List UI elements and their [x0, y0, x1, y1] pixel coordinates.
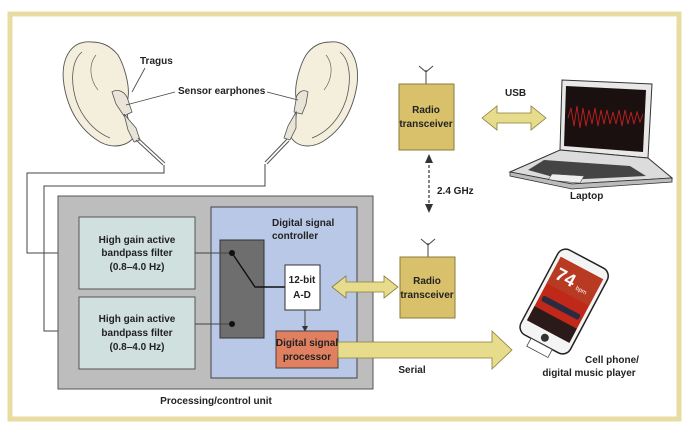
- wireless-arrowhead-up: [425, 154, 433, 163]
- usb-double-arrow: [481, 105, 547, 131]
- sensor-earphones-label: Sensor earphones: [178, 86, 266, 97]
- dsc-label-line1: Digital signal: [272, 218, 334, 229]
- sensor-leader-right: [266, 91, 299, 101]
- filter-1-line2: bandpass filter: [101, 248, 172, 259]
- dsc-label-line2: controller: [272, 231, 318, 242]
- radio-transceiver-bottom: [399, 256, 456, 319]
- multiplexer-switch: [219, 239, 265, 339]
- usb-label: USB: [505, 88, 526, 99]
- phone-bpm-unit: bpm: [574, 286, 587, 297]
- filter-2-line3: (0.8–4.0 Hz): [109, 342, 164, 353]
- switch-lever: [231, 252, 285, 288]
- adc-to-dsp-arrowhead: [302, 326, 308, 332]
- cell-phone-icon: 74 bpm: [519, 248, 609, 359]
- radio-transceiver-top: [398, 83, 455, 151]
- dsp-label-line2: processor: [283, 352, 331, 363]
- dsp-block: [275, 330, 339, 369]
- tragus-leader: [131, 67, 146, 93]
- radio-bottom-line2: transceiver: [400, 290, 453, 301]
- laptop-waveform: [567, 105, 644, 129]
- adc-block: [284, 264, 321, 311]
- processing-unit-label: Processing/control unit: [160, 396, 272, 407]
- radio-bottom-line1: Radio: [413, 276, 441, 287]
- left-earphone-icon: [111, 90, 166, 166]
- dsp-label-line1: Digital signal: [276, 338, 338, 349]
- right-ear-icon: [289, 41, 358, 147]
- serial-arrow: [337, 330, 513, 370]
- right-wire: [43, 164, 266, 332]
- laptop-icon: [508, 79, 674, 190]
- radio-top-line2: transceiver: [399, 119, 452, 130]
- laptop-label: Laptop: [570, 191, 603, 202]
- adc-label-line2: A-D: [293, 290, 311, 301]
- serial-label: Serial: [398, 365, 425, 376]
- wireless-arrowhead-down: [425, 204, 433, 213]
- sensor-leader-left: [125, 91, 176, 106]
- filter-2-line1: High gain active: [99, 314, 176, 325]
- bandpass-filter-2: [78, 296, 196, 370]
- tragus-label: Tragus: [140, 56, 173, 67]
- phone-label-line2: digital music player: [542, 368, 635, 379]
- bandpass-filter-1: [78, 216, 196, 290]
- phone-label-line1: Cell phone/: [585, 355, 639, 366]
- radio-top-line1: Radio: [412, 105, 440, 116]
- filter-1-line3: (0.8–4.0 Hz): [109, 262, 164, 273]
- antenna-icon-top: [418, 65, 434, 84]
- antenna-icon-bottom: [420, 238, 436, 257]
- adc-radio-double-arrow: [331, 275, 399, 299]
- switch-contact-2: [229, 321, 235, 327]
- wireless-label: 2.4 GHz: [437, 186, 474, 197]
- filter-2-line2: bandpass filter: [101, 328, 172, 339]
- filter-1-line1: High gain active: [99, 235, 176, 246]
- adc-label-line1: 12-bit: [289, 275, 316, 286]
- right-earphone-icon: [264, 90, 309, 165]
